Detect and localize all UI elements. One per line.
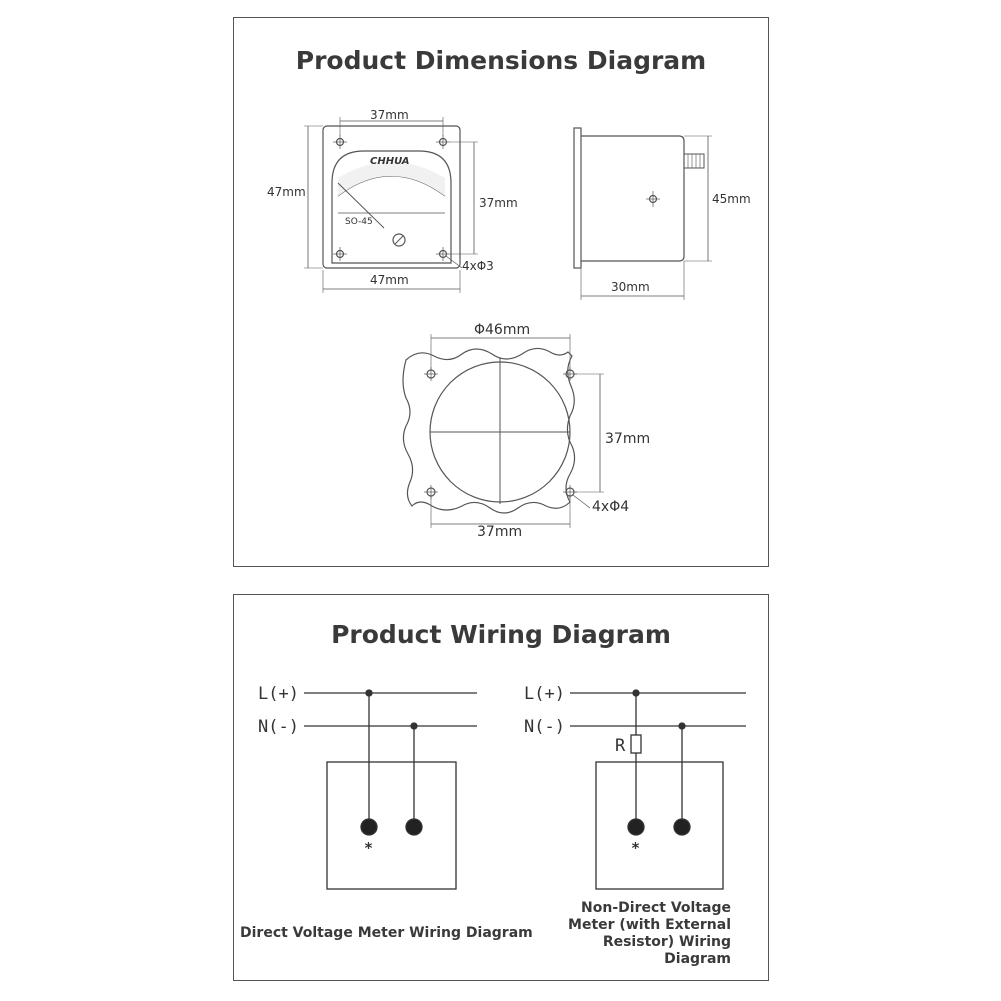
front-plate <box>322 125 461 269</box>
side-body <box>581 135 685 262</box>
right-caption-line: Diagram <box>664 951 731 967</box>
cutout-width-label: 37mm <box>477 524 522 540</box>
meter-box <box>326 761 457 890</box>
right-caption-line: Non-Direct Voltage <box>581 900 731 916</box>
dimensions-drawing: CHHUA SO-45 37mm 47mm 37mm 4xΦ3 47mm 45m… <box>267 108 751 540</box>
side-view <box>573 127 712 300</box>
resistor-wiring <box>570 689 746 890</box>
right-caption-line: Meter (with External <box>568 917 731 933</box>
front-inner-height-label: 37mm <box>479 196 518 210</box>
meter-box <box>595 761 724 890</box>
front-bottom-width-label: 47mm <box>370 273 409 287</box>
side-depth-label: 30mm <box>611 280 650 294</box>
left-caption: Direct Voltage Meter Wiring Diagram <box>240 925 533 941</box>
terminal-positive <box>627 818 645 836</box>
left-l-label: L(+) <box>258 684 299 704</box>
wiring-title: Product Wiring Diagram <box>331 620 671 649</box>
front-dial <box>331 150 452 264</box>
front-top-width-label: 37mm <box>370 108 409 122</box>
model-label: SO-45 <box>345 217 373 227</box>
brand-label: CHHUA <box>370 156 410 167</box>
zero-adjust-screw <box>392 233 406 247</box>
dial-needle <box>337 182 385 229</box>
left-n-label: N(-) <box>258 717 299 737</box>
left-star: * <box>364 839 373 857</box>
direct-wiring <box>304 689 477 890</box>
cutout-hole-spec-label: 4xΦ4 <box>592 499 629 515</box>
right-l-label: L(+) <box>524 684 565 704</box>
side-height-label: 45mm <box>712 192 751 206</box>
dimensions-panel: Product Dimensions Diagram <box>233 17 769 567</box>
front-height-label: 47mm <box>267 185 306 199</box>
right-n-label: N(-) <box>524 717 565 737</box>
side-terminal <box>683 153 705 169</box>
cutout-diameter-label: Φ46mm <box>474 322 530 338</box>
cutout-view <box>402 334 604 528</box>
front-view <box>304 117 478 293</box>
cutout-height-label: 37mm <box>605 431 650 447</box>
resistor-label: R <box>615 736 626 756</box>
terminal-negative <box>673 818 691 836</box>
terminal-positive <box>360 818 378 836</box>
right-caption-line: Resistor) Wiring <box>603 934 731 950</box>
wiring-drawing: L(+) N(-) * Direct Voltage Meter Wiring … <box>240 684 746 967</box>
terminal-negative <box>405 818 423 836</box>
front-hole-spec-label: 4xΦ3 <box>462 259 494 273</box>
resistor <box>630 734 642 754</box>
side-flange <box>573 127 582 269</box>
wiring-panel: Product Wiring Diagram L(+) N(-) * Direc… <box>233 594 769 981</box>
dimensions-title: Product Dimensions Diagram <box>295 46 707 75</box>
right-star: * <box>631 839 640 857</box>
